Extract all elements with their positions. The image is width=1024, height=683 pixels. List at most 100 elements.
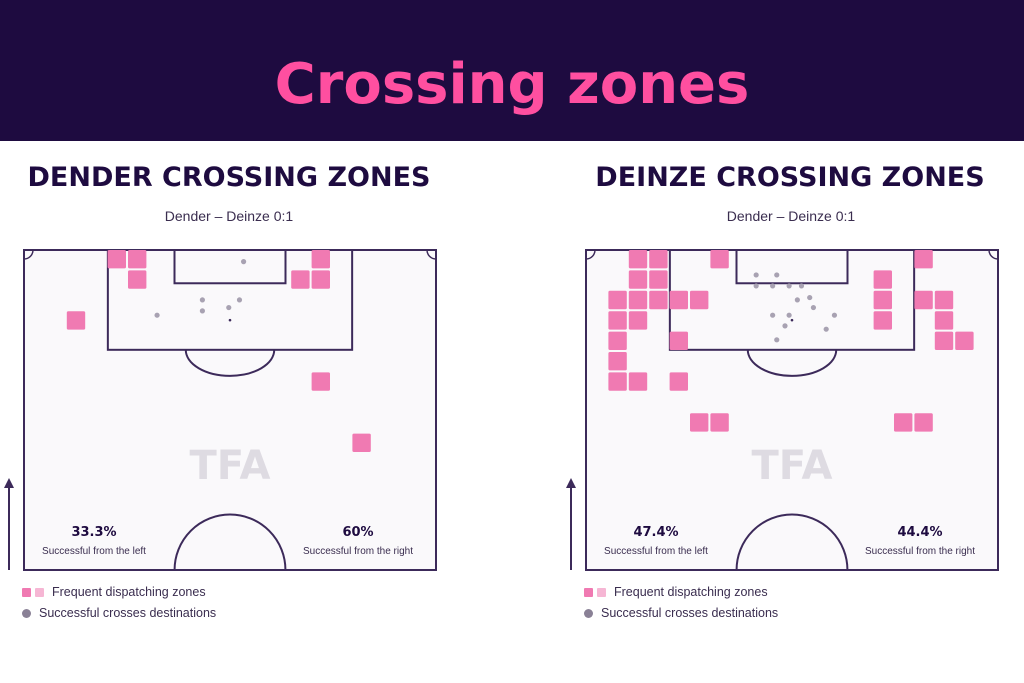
right-legend-destinations-label: Successful crosses destinations [601, 606, 779, 620]
destination-dot [770, 283, 776, 289]
penalty-arc [746, 349, 838, 377]
centre-circle [735, 513, 849, 571]
penalty-spot [228, 318, 232, 322]
left-legend-destinations-label: Successful crosses destinations [39, 606, 217, 620]
dispatch-zone-cell [690, 413, 709, 432]
destination-dot [794, 297, 800, 303]
dispatch-zone-cell [608, 331, 627, 350]
dispatch-zone-cell [628, 290, 648, 310]
corner-arc-left [585, 249, 596, 260]
destination-dot [774, 272, 780, 278]
left-pitch-chart: TFA 33.3% Successful from the left 60% Succe… [4, 249, 437, 571]
destination-dot-icon [584, 608, 593, 618]
dispatch-zone-cell [291, 270, 310, 289]
dispatch-zone-cell [128, 270, 147, 289]
page-title: Crossing zones [274, 52, 750, 117]
dispatch-zone-cell [628, 311, 648, 330]
destination-dot [240, 259, 247, 265]
destination-dot [786, 312, 792, 318]
dispatch-zone-cell [669, 331, 688, 350]
dispatch-zone-cell [873, 270, 892, 289]
left-legend-zones-label: Frequent dispatching zones [52, 585, 206, 599]
header-banner: Crossing zones [0, 0, 1024, 141]
direction-arrow-icon [566, 478, 576, 488]
dispatch-zone-cell [669, 290, 688, 310]
left-success-label: Successful from the left [42, 546, 146, 557]
dispatch-zone-cell [914, 250, 933, 269]
dispatch-zone-cell [955, 331, 974, 350]
dispatch-zone-cell [311, 270, 330, 289]
dispatch-zone-cell [894, 413, 913, 432]
dispatch-zone-cell [873, 290, 892, 310]
zone-swatch-dark [584, 587, 593, 597]
dispatch-zone-cell [649, 250, 668, 269]
dispatch-zone-cell [128, 250, 147, 269]
right-panel-title: DEINZE CROSSING ZONES [595, 162, 985, 193]
dispatch-zone-cell [934, 311, 954, 330]
destination-dot [782, 323, 788, 329]
dispatch-zone-cell [628, 250, 648, 269]
dispatch-zone-cell [914, 413, 933, 432]
dispatch-zone-cell [107, 250, 126, 269]
six-yard-box [735, 249, 849, 285]
dispatch-zone-cell [311, 250, 330, 269]
centre-circle [173, 513, 287, 571]
dispatch-zone-cell [934, 290, 954, 310]
destination-dot [753, 283, 759, 289]
destination-dot [753, 272, 759, 278]
dispatch-zone-cell [66, 311, 86, 330]
dispatch-zone-cell [710, 250, 729, 269]
right-match-label: Dender – Deinze 0:1 [726, 208, 856, 224]
destination-dot [154, 312, 160, 318]
zone-swatch-light [35, 587, 44, 597]
destination-dot [236, 297, 243, 303]
six-yard-box [173, 249, 287, 285]
zone-swatch-light [597, 587, 606, 597]
right-success-value: 60% [342, 525, 373, 540]
left-legend-destinations: Successful crosses destinations [22, 606, 216, 620]
dispatch-zone-cell [934, 331, 954, 350]
destination-dot [199, 308, 205, 314]
corner-arc-right [988, 249, 999, 260]
corner-arc-right [426, 249, 437, 260]
dispatch-zone-cell [608, 372, 627, 391]
destination-dot [807, 294, 813, 301]
destination-dot [226, 304, 232, 311]
destination-dot [810, 304, 817, 311]
dispatch-zone-cell [608, 290, 627, 310]
destination-dot [798, 283, 805, 289]
watermark-logo: TFA [752, 443, 833, 489]
left-panel-title: DENDER CROSSING ZONES [27, 162, 431, 193]
pitch-outline [23, 249, 437, 571]
dispatch-zone-cell [628, 372, 648, 391]
right-success-value: 44.4% [897, 525, 942, 540]
destination-dot [770, 312, 776, 318]
right-legend-zones-label: Frequent dispatching zones [614, 585, 768, 599]
right-success-label: Successful from the right [303, 546, 413, 557]
watermark-logo: TFA [190, 443, 271, 489]
direction-arrow-icon [4, 478, 14, 488]
destination-dot [774, 337, 780, 343]
dispatch-zone-cell [914, 290, 933, 310]
dispatch-zone-cell [311, 372, 330, 391]
left-success-value: 47.4% [633, 525, 678, 540]
left-success-label: Successful from the left [604, 546, 708, 557]
penalty-arc [184, 349, 276, 377]
zone-swatch-dark [22, 587, 31, 597]
penalty-spot [790, 318, 794, 322]
dispatch-zone-cell [649, 270, 668, 289]
destination-dot [199, 297, 205, 303]
corner-arc-left [23, 249, 34, 260]
right-legend-destinations: Successful crosses destinations [584, 606, 778, 620]
destination-dot [831, 312, 838, 318]
dispatch-zone-cell [649, 290, 668, 310]
destination-dot-icon [22, 608, 31, 618]
dispatch-zone-cell [608, 352, 627, 371]
dispatch-zone-cell [608, 311, 627, 330]
left-success-value: 33.3% [71, 525, 116, 540]
left-match-label: Dender – Deinze 0:1 [164, 208, 294, 224]
right-legend-zones: Frequent dispatching zones [584, 585, 768, 599]
dispatch-zone-cell [710, 413, 729, 432]
left-legend-zones: Frequent dispatching zones [22, 585, 206, 599]
